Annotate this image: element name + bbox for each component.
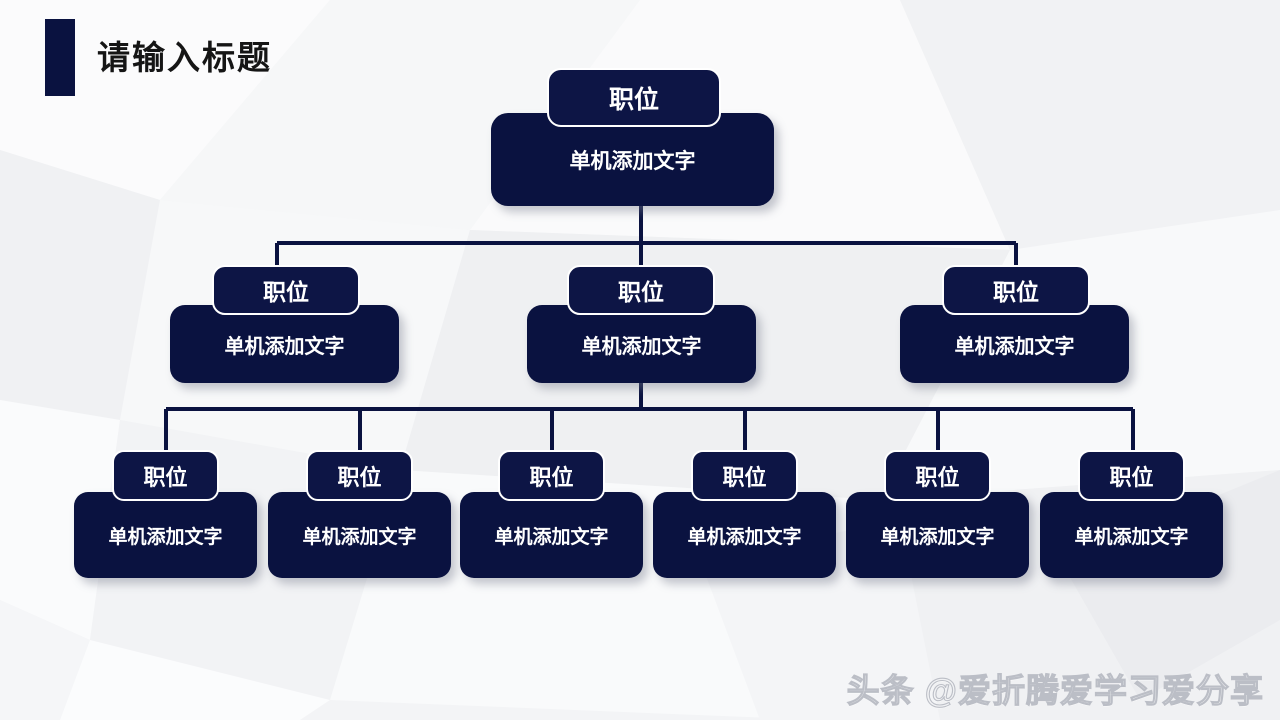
org-node-tag-label: 职位 <box>1109 464 1154 490</box>
org-node-tag-label: 职位 <box>993 279 1039 305</box>
org-node-body-label: 单机添加文字 <box>581 335 702 358</box>
org-node-level3-6[interactable]: 单机添加文字 职位 <box>1040 450 1223 578</box>
page-title: 请输入标题 <box>97 38 272 76</box>
org-node-tag-label: 职位 <box>337 464 382 490</box>
org-node-body[interactable]: 单机添加文字 <box>846 492 1029 578</box>
org-node-body-label: 单机添加文字 <box>1074 526 1189 548</box>
org-node-level1-1[interactable]: 单机添加文字 职位 <box>491 68 774 206</box>
org-node-body[interactable]: 单机添加文字 <box>460 492 643 578</box>
org-node-level2-1[interactable]: 单机添加文字 职位 <box>170 265 399 383</box>
org-node-body-label: 单机添加文字 <box>880 526 995 548</box>
watermark-text: 头条 @爱折腾爱学习爱分享 <box>846 671 1264 709</box>
org-node-tag[interactable]: 职位 <box>498 450 605 501</box>
org-node-tag-label: 职位 <box>722 464 767 490</box>
org-node-tag-label: 职位 <box>263 279 309 305</box>
org-node-tag[interactable]: 职位 <box>547 68 721 127</box>
org-node-body-label: 单机添加文字 <box>108 526 223 548</box>
org-node-body[interactable]: 单机添加文字 <box>527 305 756 383</box>
org-node-body-label: 单机添加文字 <box>954 335 1075 358</box>
org-node-body-label: 单机添加文字 <box>224 335 345 358</box>
org-node-tag[interactable]: 职位 <box>567 265 715 315</box>
org-node-body-label: 单机添加文字 <box>302 526 417 548</box>
org-node-body-label: 单机添加文字 <box>569 149 696 173</box>
org-node-level3-4[interactable]: 单机添加文字 职位 <box>653 450 836 578</box>
org-node-body-label: 单机添加文字 <box>687 526 802 548</box>
org-node-body-label: 单机添加文字 <box>494 526 609 548</box>
title-accent-bar <box>45 18 75 96</box>
page-title-block: 请输入标题 <box>45 18 272 96</box>
org-node-tag[interactable]: 职位 <box>691 450 798 501</box>
org-node-body[interactable]: 单机添加文字 <box>653 492 836 578</box>
org-node-tag[interactable]: 职位 <box>112 450 219 501</box>
org-node-tag-label: 职位 <box>915 464 960 490</box>
org-node-tag[interactable]: 职位 <box>942 265 1090 315</box>
org-node-level3-1[interactable]: 单机添加文字 职位 <box>74 450 257 578</box>
org-node-level3-2[interactable]: 单机添加文字 职位 <box>268 450 451 578</box>
org-node-body[interactable]: 单机添加文字 <box>170 305 399 383</box>
org-node-body[interactable]: 单机添加文字 <box>74 492 257 578</box>
org-node-level2-2[interactable]: 单机添加文字 职位 <box>527 265 756 383</box>
org-node-level3-3[interactable]: 单机添加文字 职位 <box>460 450 643 578</box>
org-node-tag[interactable]: 职位 <box>1078 450 1185 501</box>
org-node-level3-5[interactable]: 单机添加文字 职位 <box>846 450 1029 578</box>
org-node-tag[interactable]: 职位 <box>306 450 413 501</box>
org-node-tag[interactable]: 职位 <box>212 265 360 315</box>
org-node-tag-label: 职位 <box>143 464 188 490</box>
org-node-body[interactable]: 单机添加文字 <box>491 113 774 206</box>
org-node-tag[interactable]: 职位 <box>884 450 991 501</box>
org-node-level2-3[interactable]: 单机添加文字 职位 <box>900 265 1129 383</box>
org-node-body[interactable]: 单机添加文字 <box>900 305 1129 383</box>
org-node-body[interactable]: 单机添加文字 <box>268 492 451 578</box>
org-node-body[interactable]: 单机添加文字 <box>1040 492 1223 578</box>
org-node-tag-label: 职位 <box>608 85 659 114</box>
org-node-tag-label: 职位 <box>529 464 574 490</box>
org-node-tag-label: 职位 <box>618 279 664 305</box>
